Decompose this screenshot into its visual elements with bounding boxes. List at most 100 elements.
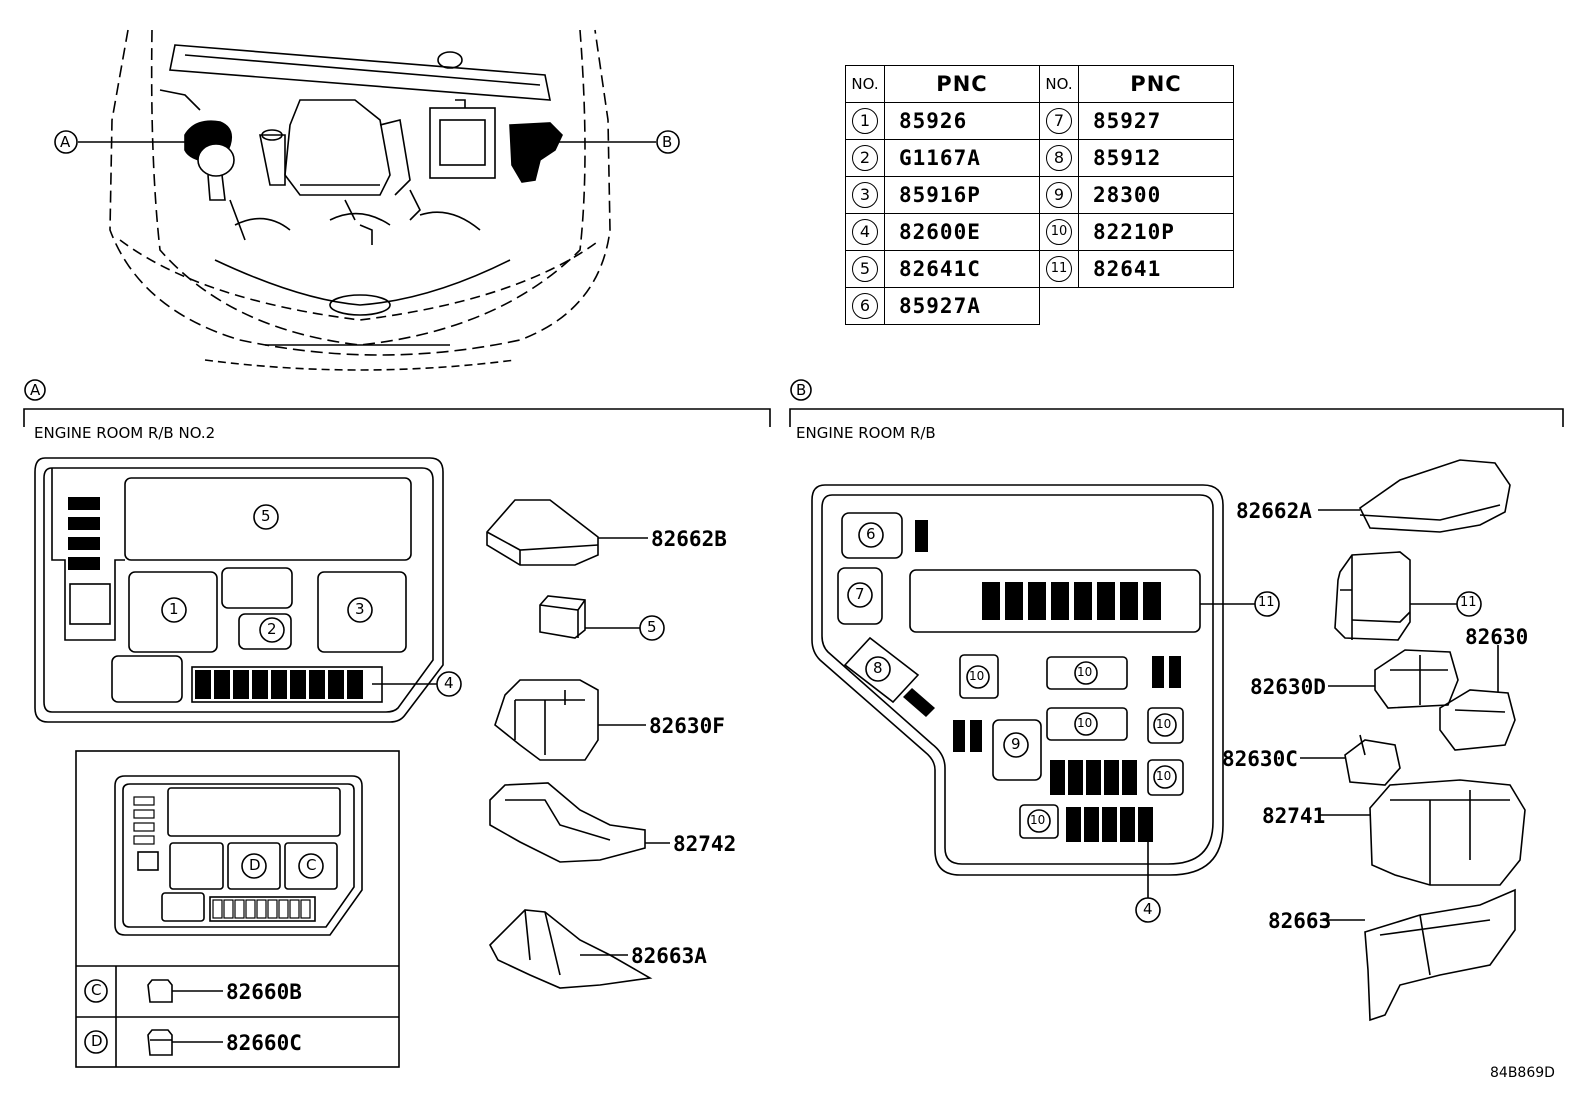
section-a-title: ENGINE ROOM R/B NO.2: [34, 424, 216, 442]
pnc-code: 85926: [884, 102, 1040, 140]
part-82662B-label: 82662B: [651, 527, 727, 551]
slot-1-label: 1: [169, 600, 179, 618]
pnc-code: 82641C: [884, 250, 1040, 288]
pnc-no: 4: [852, 219, 878, 245]
engine-bay-illustration: [109, 29, 611, 371]
part-82663A-bracket: [489, 909, 653, 989]
slot-5-label: 5: [261, 507, 271, 525]
part-82741-case: [1369, 779, 1526, 886]
pnc-code: 82210P: [1078, 213, 1234, 251]
pnc-code: 85927A: [884, 287, 1040, 325]
pnc-header-pnc-1: PNC: [884, 65, 1040, 103]
slot-2-circle: [259, 617, 285, 643]
slot-4-b-label: 4: [1143, 900, 1153, 918]
pnc-header-no-2: NO.: [1039, 65, 1079, 103]
slot-8-label: 8: [873, 659, 883, 677]
slot-7-circle: [847, 582, 873, 608]
part-82660B-relay: [147, 979, 173, 1003]
pnc-no: 11: [1046, 256, 1072, 282]
part-82630-block: [1439, 689, 1516, 751]
relay-box-b-fuses: [903, 520, 1181, 842]
part-82663A-label: 82663A: [631, 944, 707, 968]
slot-10e-circle: [1153, 765, 1177, 789]
sub-slot-c-circle: [298, 853, 324, 879]
marker-a-overview: A: [60, 133, 71, 151]
slot-8-circle: [865, 656, 891, 682]
part-82630F-label: 82630F: [649, 714, 725, 738]
section-a-bracket: [23, 408, 771, 427]
part-82630C-bracket: [1344, 734, 1401, 786]
pnc-no: 1: [852, 108, 878, 134]
pnc-header-no-1: NO.: [845, 65, 885, 103]
slot-10a-circle: [966, 665, 990, 689]
pnc-header-pnc-2: PNC: [1078, 65, 1234, 103]
part-82742-lower-case: [489, 782, 646, 863]
part-5-label: 5: [647, 618, 657, 636]
pnc-code: G1167A: [884, 139, 1040, 177]
slot-10d-circle: [1153, 713, 1177, 737]
part-5-circle: [639, 615, 665, 641]
part-82663-label: 82663: [1268, 909, 1332, 933]
pnc-code: 85916P: [884, 176, 1040, 214]
section-b-marker-circle: [790, 379, 812, 401]
marker-b-overview: B: [662, 133, 673, 151]
part-82630C-label: 82630C: [1222, 747, 1298, 771]
slot-6-label: 6: [866, 525, 876, 543]
pnc-code: 85927: [1078, 102, 1234, 140]
slot-10d-label: 10: [1156, 717, 1172, 731]
section-a-marker-circle: [24, 379, 46, 401]
slot-10c-circle: [1074, 712, 1098, 736]
sub-slot-d-label: D: [249, 856, 261, 874]
slot-4-label: 4: [444, 674, 454, 692]
slot-10b-label: 10: [1077, 665, 1093, 679]
part-82630-label: 82630: [1465, 625, 1529, 649]
pnc-row: 3 85916P 9 28300: [845, 176, 1234, 214]
part-11-circle: [1456, 591, 1482, 617]
pnc-code: 82641: [1078, 250, 1234, 288]
pnc-row: 1 85926 7 85927: [845, 102, 1234, 140]
pnc-row: 6 85927A: [845, 287, 1234, 325]
slot-10f-circle: [1027, 809, 1051, 833]
slot-9-label: 9: [1011, 735, 1021, 753]
pnc-no: 9: [1046, 182, 1072, 208]
section-a-marker: A: [30, 381, 41, 399]
slot-10f-label: 10: [1030, 813, 1046, 827]
pnc-table: NO. PNC NO. PNC 1 85926 7 85927 2 G1167A…: [845, 65, 1234, 325]
pnc-row: 2 G1167A 8 85912: [845, 139, 1234, 177]
pnc-no: 7: [1046, 108, 1072, 134]
slot-10a-label: 10: [969, 669, 985, 683]
pnc-code: 82600E: [884, 213, 1040, 251]
sub-row-c-circle: [84, 979, 108, 1003]
slot-6-circle: [858, 522, 884, 548]
slot-1-circle: [161, 597, 187, 623]
sub-relay-box: [114, 775, 363, 936]
part-82662A-cover: [1358, 459, 1511, 533]
slot-3-label: 3: [355, 600, 365, 618]
sub-slot-d-circle: [241, 853, 267, 879]
part-82630D-block: [1374, 649, 1459, 709]
slot-3-circle: [347, 597, 373, 623]
part-5-relay: [539, 595, 586, 639]
pnc-no: 10: [1046, 219, 1072, 245]
part-82630D-label: 82630D: [1250, 675, 1326, 699]
relay-box-b: [811, 484, 1224, 876]
sub-relay-box-fuses: [133, 796, 311, 919]
slot-10e-label: 10: [1156, 769, 1172, 783]
pnc-row: 5 82641C 11 82641: [845, 250, 1234, 288]
slot-11-label: 11: [1258, 595, 1275, 610]
sub-row-c-marker: C: [91, 981, 102, 999]
section-b-bracket: [789, 408, 1564, 427]
part-82660B-label: 82660B: [226, 980, 302, 1004]
slot-2-label: 2: [267, 620, 277, 638]
part-82662B-cover: [486, 499, 599, 566]
pnc-row: 4 82600E 10 82210P: [845, 213, 1234, 251]
pnc-no: 5: [852, 256, 878, 282]
section-b-title: ENGINE ROOM R/B: [796, 424, 936, 442]
sub-row-d-circle: [84, 1030, 108, 1054]
sub-row-d-marker: D: [91, 1032, 103, 1050]
pnc-no: 8: [1046, 145, 1072, 171]
sub-table-frame: [75, 750, 400, 1068]
part-11-ecu: [1334, 551, 1411, 641]
part-82741-label: 82741: [1262, 804, 1326, 828]
